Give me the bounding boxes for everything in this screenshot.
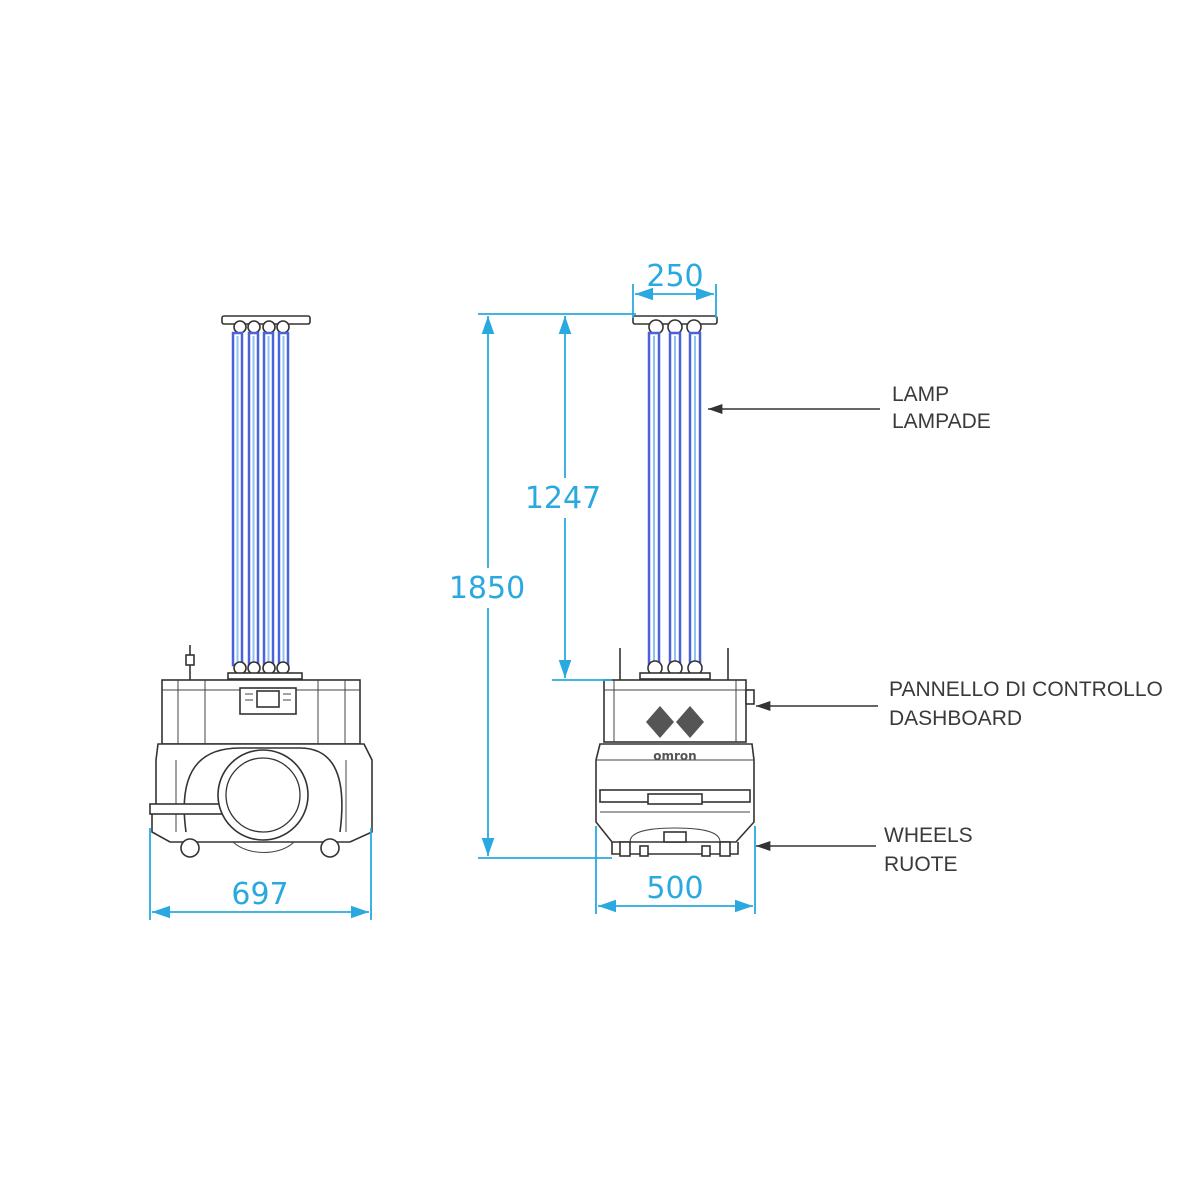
dimension-label-total-height: 1850 [449, 571, 525, 606]
callout-lamp-line1: LAMP [892, 383, 949, 406]
dimension-lamp-height: 1247 [520, 313, 636, 681]
side-view-robot [149, 315, 373, 858]
dimension-right-width: 500 [595, 826, 756, 914]
dimension-total-height: 1850 [444, 313, 612, 859]
side-drive-wheel [217, 749, 309, 853]
brand-logo-mark [646, 706, 704, 738]
dimension-label-right-width: 500 [646, 871, 703, 906]
dimension-label-top-width: 250 [646, 259, 703, 294]
side-lamp-tubes [231, 331, 290, 667]
callout-dashboard-line1: PANNELLO DI CONTROLLO [889, 678, 1163, 701]
callout-dashboard: PANNELLO DI CONTROLLO DASHBOARD [756, 678, 1163, 730]
side-dashboard-panel [239, 687, 297, 715]
dimension-top-width: 250 [632, 259, 717, 318]
front-wheels [619, 841, 731, 857]
callout-lamp-line2: LAMPADE [892, 410, 991, 433]
dimension-left-width: 697 [149, 828, 372, 920]
callout-dashboard-line2: DASHBOARD [889, 707, 1022, 730]
front-view-robot: omron [595, 315, 755, 857]
callout-wheels-line2: RUOTE [884, 853, 958, 876]
dimension-label-left-width: 697 [231, 877, 288, 912]
front-lamp-tubes [647, 331, 702, 667]
callout-lamp: LAMP LAMPADE [708, 383, 991, 433]
callout-wheels-line1: WHEELS [884, 824, 973, 847]
callout-wheels: WHEELS RUOTE [756, 824, 973, 876]
dimension-label-lamp-height: 1247 [525, 481, 601, 516]
brand-logo-text: omron [653, 749, 696, 763]
